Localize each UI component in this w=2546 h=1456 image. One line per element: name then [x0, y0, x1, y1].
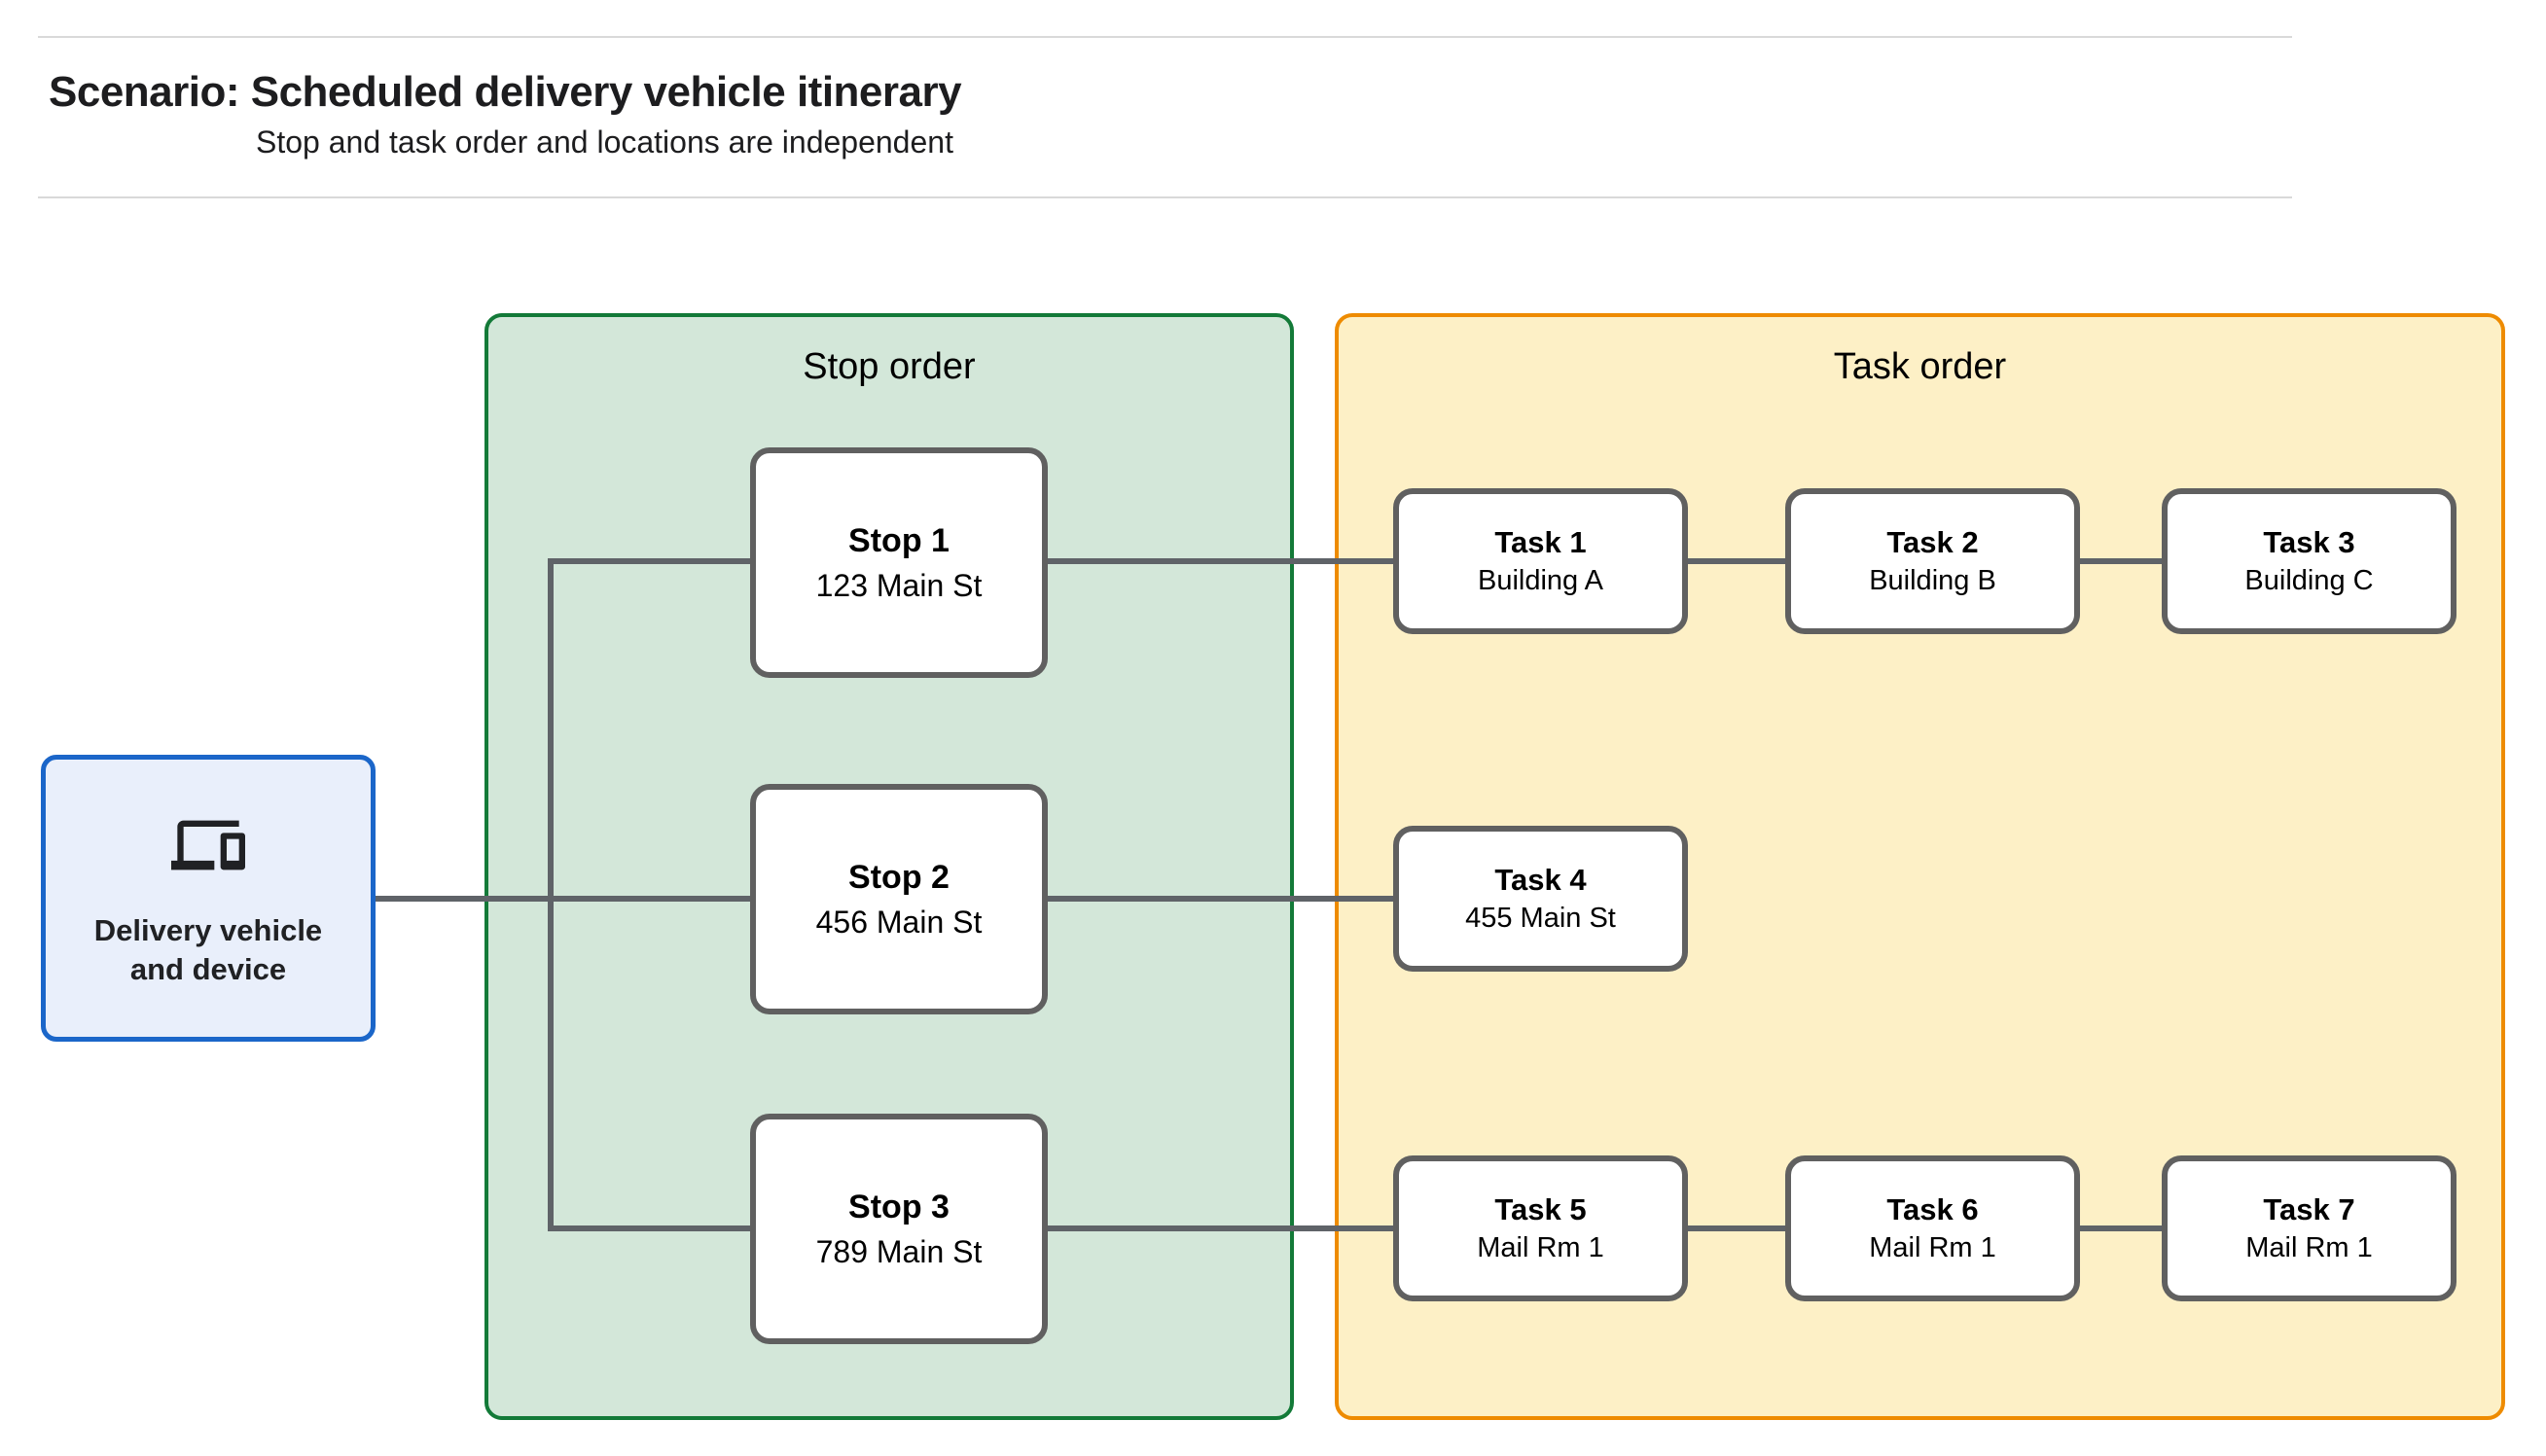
- stop-3-node: Stop 3 789 Main St: [750, 1114, 1048, 1344]
- page-title: Scenario: Scheduled delivery vehicle iti…: [49, 68, 962, 116]
- task-7-location: Mail Rm 1: [2245, 1232, 2373, 1263]
- task-5-location: Mail Rm 1: [1477, 1232, 1604, 1263]
- stop-order-panel-title: Stop order: [803, 346, 976, 387]
- connector-task6-to-task7: [2080, 1225, 2162, 1231]
- task-2-title: Task 2: [1886, 525, 1979, 559]
- stop-3-title: Stop 3: [848, 1188, 950, 1225]
- devices-icon: [171, 820, 245, 870]
- task-5-node: Task 5 Mail Rm 1: [1393, 1155, 1688, 1301]
- page-subtitle: Stop and task order and locations are in…: [256, 124, 953, 160]
- delivery-vehicle-box: Delivery vehicle and device: [41, 755, 376, 1042]
- header-rule-bottom: [38, 196, 2292, 198]
- task-4-node: Task 4 455 Main St: [1393, 826, 1688, 972]
- stop-1-title: Stop 1: [848, 521, 950, 559]
- delivery-vehicle-label-line2: and device: [129, 951, 287, 986]
- task-6-title: Task 6: [1886, 1192, 1979, 1226]
- header-rule-top: [38, 36, 2292, 38]
- task-1-title: Task 1: [1494, 525, 1587, 559]
- stop-1-location: 123 Main St: [815, 567, 983, 603]
- task-1-node: Task 1 Building A: [1393, 488, 1688, 634]
- connector-branch-to-stop1: [548, 558, 750, 564]
- task-3-location: Building C: [2244, 565, 2374, 596]
- task-4-title: Task 4: [1494, 863, 1587, 897]
- task-4-location: 455 Main St: [1465, 903, 1616, 934]
- stop-3-location: 789 Main St: [815, 1233, 983, 1269]
- task-7-node: Task 7 Mail Rm 1: [2162, 1155, 2456, 1301]
- stop-1-node: Stop 1 123 Main St: [750, 447, 1048, 678]
- connector-branch-to-stop3: [548, 1225, 750, 1231]
- delivery-vehicle-label: Delivery vehicle and device: [94, 911, 322, 988]
- delivery-vehicle-label-line1: Delivery vehicle: [93, 912, 323, 947]
- connector-task2-to-task3: [2080, 558, 2162, 564]
- task-3-title: Task 3: [2263, 525, 2355, 559]
- stop-2-node: Stop 2 456 Main St: [750, 784, 1048, 1014]
- task-5-title: Task 5: [1494, 1192, 1587, 1226]
- connector-task5-to-task6: [1688, 1225, 1785, 1231]
- connector-branch-vertical: [548, 558, 554, 1231]
- stop-2-title: Stop 2: [848, 858, 950, 896]
- task-2-location: Building B: [1869, 565, 1996, 596]
- connector-stop3-to-task5: [1048, 1225, 1393, 1231]
- task-2-node: Task 2 Building B: [1785, 488, 2080, 634]
- task-1-location: Building A: [1478, 565, 1603, 596]
- task-6-location: Mail Rm 1: [1869, 1232, 1996, 1263]
- stop-2-location: 456 Main St: [815, 904, 983, 940]
- connector-task1-to-task2: [1688, 558, 1785, 564]
- task-3-node: Task 3 Building C: [2162, 488, 2456, 634]
- task-6-node: Task 6 Mail Rm 1: [1785, 1155, 2080, 1301]
- task-7-title: Task 7: [2263, 1192, 2355, 1226]
- connector-stop2-to-task4: [1048, 896, 1393, 902]
- task-order-panel-title: Task order: [1833, 346, 2007, 387]
- connector-source-to-stop2: [376, 896, 750, 902]
- connector-stop1-to-task1: [1048, 558, 1393, 564]
